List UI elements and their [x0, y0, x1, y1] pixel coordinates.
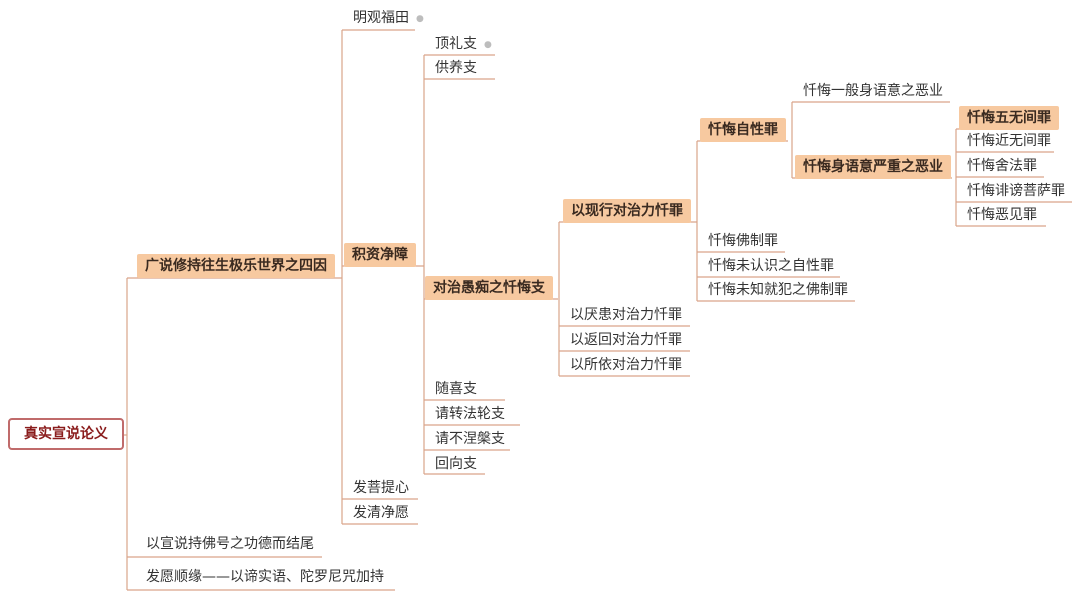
node-remedy-support[interactable]: 以所依对治力忏罪: [570, 357, 682, 373]
node-aspiration-conditions[interactable]: 发愿顺缘——以谛实语、陀罗尼咒加持: [146, 569, 384, 585]
node-confess-general[interactable]: 忏悔一般身语意之恶业: [803, 83, 943, 99]
node-unknowing-offense[interactable]: 忏悔未知就犯之佛制罪: [708, 282, 848, 298]
node-rejoicing[interactable]: 随喜支: [435, 381, 477, 397]
node-dedication[interactable]: 回向支: [435, 456, 477, 472]
node-offering[interactable]: 供养支: [435, 60, 477, 76]
node-wrong-view[interactable]: 忏悔恶见罪: [967, 207, 1037, 223]
node-request-teaching[interactable]: 请转法轮支: [435, 406, 505, 422]
node-accumulate-purify[interactable]: 积资净障: [344, 243, 416, 267]
node-confession-branch[interactable]: 对治愚痴之忏悔支: [425, 276, 553, 300]
node-abandon-dharma[interactable]: 忏悔舍法罪: [967, 158, 1037, 174]
node-remedy-regret[interactable]: 以厌患对治力忏罪: [570, 307, 682, 323]
node-unrecognized[interactable]: 忏悔未认识之自性罪: [708, 258, 834, 274]
node-pure-aspiration[interactable]: 发清净愿: [353, 505, 409, 521]
node-near-heinous[interactable]: 忏悔近无间罪: [967, 133, 1051, 149]
node-precept-offense[interactable]: 忏悔佛制罪: [708, 233, 778, 249]
root-node[interactable]: 真实宣说论义: [8, 418, 124, 450]
node-four-causes[interactable]: 广说修持往生极乐世界之四因: [137, 254, 335, 278]
collapse-dot-icon[interactable]: ●: [416, 14, 424, 24]
node-visualize-field[interactable]: 明观福田: [353, 10, 409, 26]
node-slander-bodhisattva[interactable]: 忏悔诽谤菩萨罪: [967, 183, 1065, 199]
node-request-remain[interactable]: 请不涅槃支: [435, 431, 505, 447]
collapse-dot-icon[interactable]: ●: [484, 40, 492, 50]
node-confess-natural[interactable]: 忏悔自性罪: [700, 118, 786, 142]
node-remedy-return[interactable]: 以返回对治力忏罪: [570, 332, 682, 348]
node-conclusion[interactable]: 以宣说持佛号之功德而结尾: [146, 536, 314, 552]
node-remedy-actual[interactable]: 以现行对治力忏罪: [563, 199, 691, 223]
node-five-heinous[interactable]: 忏悔五无间罪: [959, 106, 1059, 130]
node-bodhicitta[interactable]: 发菩提心: [353, 480, 409, 496]
node-confess-severe[interactable]: 忏悔身语意严重之恶业: [795, 155, 951, 179]
node-prostration[interactable]: 顶礼支: [435, 36, 477, 52]
